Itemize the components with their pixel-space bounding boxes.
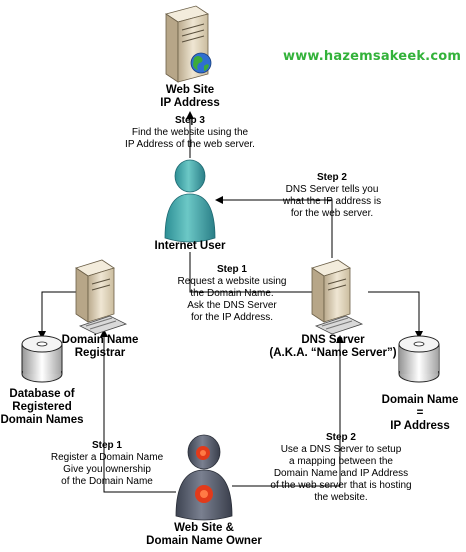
arrow-registrar-to-database bbox=[38, 291, 78, 339]
globe-icon bbox=[190, 52, 212, 74]
database-icon bbox=[21, 335, 63, 383]
owner-user-icon bbox=[175, 434, 233, 521]
arrow-dns-to-database bbox=[368, 291, 423, 339]
step-title: Step 2 bbox=[316, 172, 347, 183]
step3-user-text: Step 3 Find the website using the IP Add… bbox=[100, 115, 280, 151]
arrow-dns-to-user bbox=[215, 196, 333, 258]
registrar-label-line2: Registrar bbox=[74, 347, 126, 359]
arrow-user-to-dns bbox=[189, 252, 300, 293]
step-line: the website. bbox=[314, 492, 368, 503]
registry-database-label: Database of Registered Domain Names bbox=[0, 388, 84, 427]
step-line: for the IP Address. bbox=[190, 312, 274, 323]
owner-label: Web Site & Domain Name Owner bbox=[140, 522, 268, 548]
owner-label-line2: Domain Name Owner bbox=[146, 535, 262, 547]
dns-server-icon bbox=[311, 259, 364, 335]
step-line: of the web server that is hosting bbox=[270, 480, 412, 491]
step-line: what the IP address is bbox=[282, 196, 382, 207]
step-line: the Domain Name. bbox=[190, 288, 274, 299]
connectors bbox=[38, 111, 423, 493]
dns-database-label-line2: = bbox=[416, 407, 424, 419]
dns-server-label-line1: DNS Server bbox=[301, 334, 365, 346]
step1-user-text: Step 1 Request a website using the Domai… bbox=[168, 264, 296, 324]
registry-database-label-line3: Domain Names bbox=[0, 414, 84, 426]
web-server-icon bbox=[165, 5, 209, 83]
owner-label-line1: Web Site & bbox=[174, 522, 234, 534]
step2-user-text: Step 2 DNS Server tells you what the IP … bbox=[268, 172, 396, 220]
registrar-label-line1: Domain Name bbox=[61, 334, 139, 346]
watermark: www.hazemsakeek.com bbox=[283, 49, 462, 64]
step-line: Find the website using the bbox=[131, 127, 249, 138]
step-line: Give you ownership bbox=[63, 464, 151, 475]
registrar-label: Domain Name Registrar bbox=[50, 334, 150, 360]
dns-database-label-line1: Domain Name bbox=[381, 394, 459, 406]
dns-database-icon bbox=[398, 335, 440, 383]
registry-database-label-line1: Database of bbox=[9, 388, 75, 400]
arrow-owner-to-dns bbox=[232, 335, 344, 487]
web-server-label-line2: IP Address bbox=[160, 97, 220, 109]
step-line: a mapping between the bbox=[289, 456, 393, 467]
step-line: IP Address of the web server. bbox=[125, 139, 255, 150]
step-title: Step 1 bbox=[216, 264, 247, 275]
dns-server-label-line2: (A.K.A. “Name Server”) bbox=[269, 347, 397, 359]
web-server-label-line1: Web Site bbox=[165, 84, 215, 96]
step-title: Step 2 bbox=[325, 432, 356, 443]
dns-server-label: DNS Server (A.K.A. “Name Server”) bbox=[258, 334, 408, 360]
step-line: Use a DNS Server to setup bbox=[280, 444, 402, 455]
step-line: Ask the DNS Server bbox=[187, 300, 277, 311]
dns-database-label-line3: IP Address bbox=[390, 420, 450, 432]
step2-owner-text: Step 2 Use a DNS Server to setup a mappi… bbox=[262, 432, 420, 504]
step-line: Register a Domain Name bbox=[50, 452, 164, 463]
step-line: of the Domain Name bbox=[61, 476, 153, 487]
web-server-label: Web Site IP Address bbox=[140, 84, 240, 110]
step-line: DNS Server tells you bbox=[285, 184, 379, 195]
internet-user-label: Internet User bbox=[154, 240, 226, 252]
registrar-server-icon bbox=[75, 259, 128, 335]
step-title: Step 1 bbox=[91, 440, 122, 451]
step-line: Request a website using bbox=[177, 276, 287, 287]
internet-user-icon bbox=[164, 159, 216, 243]
step1-owner-text: Step 1 Register a Domain Name Give you o… bbox=[42, 440, 172, 488]
registry-database-label-line2: Registered bbox=[12, 401, 72, 413]
step-line: for the web server. bbox=[290, 208, 374, 219]
step-line: Domain Name and IP Address bbox=[273, 468, 409, 479]
step-title: Step 3 bbox=[174, 115, 205, 126]
dns-database-label: Domain Name = IP Address bbox=[380, 394, 460, 433]
